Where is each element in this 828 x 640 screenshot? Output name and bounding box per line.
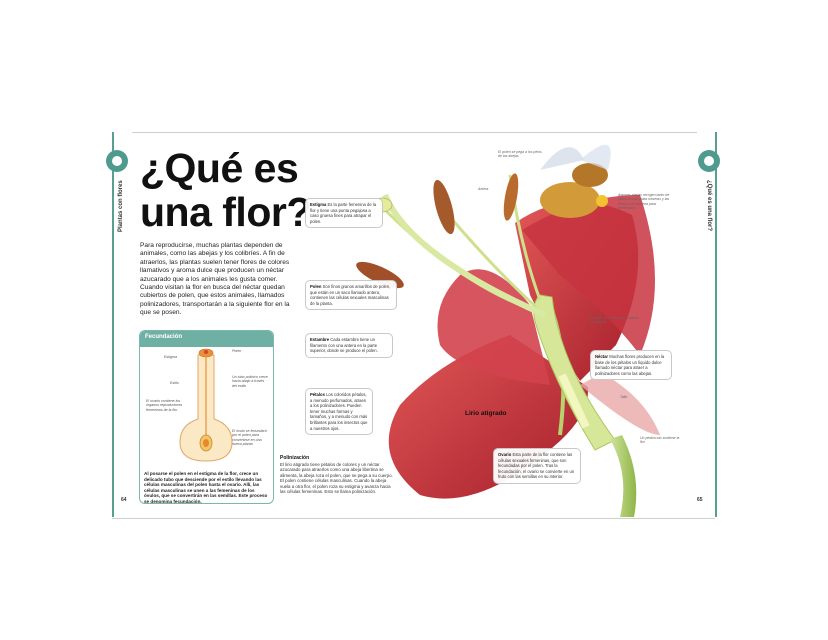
callout-nectar: Néctar Muchas flores producen en la base… xyxy=(590,350,672,381)
label-antera: Antera xyxy=(478,187,489,191)
title-line-1: ¿Qué es xyxy=(140,145,299,191)
polinizacion-section: Polinización El lirio atigrado tiene pét… xyxy=(280,455,395,495)
pistil-diagram xyxy=(179,348,233,462)
label-ovulo: El óvulo se fecundará por el polen para … xyxy=(232,429,267,447)
intro-text: Para reproducirse, muchas plantas depend… xyxy=(140,242,290,317)
label-tallo: Tallo xyxy=(620,395,628,399)
callout-ovario: Ovario Esta parte de la flor contiene la… xyxy=(493,448,581,484)
callout-petalos-term: Pétalos xyxy=(310,392,325,397)
label-polen: Polen xyxy=(232,349,242,353)
label-estigma: Estigma xyxy=(164,355,177,359)
page-title: ¿Qué es una flor? xyxy=(140,146,311,234)
callout-nectar-term: Néctar xyxy=(595,354,609,359)
callout-estambre: Estambre Cada estambre tiene un filament… xyxy=(305,333,393,358)
label-pedunculo: Un pedúnculo sostiene la flor xyxy=(640,436,680,445)
callout-estigma-term: Estigma xyxy=(310,202,327,207)
page-number-left: 64 xyxy=(121,497,127,503)
callout-polen: Polen Son finos granos amarillos de pole… xyxy=(305,280,397,311)
callout-petalos: Pétalos Los coloridos pétalos, a menudo … xyxy=(305,388,373,436)
callout-nectar-text: Muchas flores producen en la base de los… xyxy=(595,354,665,376)
label-abeja-recoge: Algunas abejas recogen tanto de polen en… xyxy=(618,193,670,210)
page-number-right: 65 xyxy=(697,497,703,503)
right-side-tab: ¿Qué es una flor? xyxy=(706,180,712,232)
callout-estambre-term: Estambre xyxy=(310,337,330,342)
left-page-edge xyxy=(112,132,132,517)
label-interior: El estilo es el tallo que sostiene el es… xyxy=(590,316,639,325)
polinizacion-heading: Polinización xyxy=(280,455,310,461)
polinizacion-text: El lirio atigrado tiene pétalos de color… xyxy=(280,461,393,495)
label-tubo-polinico: Un tubo polínico crece hacia abajo a tra… xyxy=(232,375,268,388)
callout-estigma: Estigma Es la parte femenina de la flor … xyxy=(305,198,383,229)
callout-polen-term: Polen xyxy=(310,284,322,289)
title-line-2: una flor? xyxy=(140,189,311,235)
callout-ovario-term: Ovario xyxy=(498,452,512,457)
left-side-tab: Plantas con flores xyxy=(118,180,124,232)
fecundacion-heading: Fecundación xyxy=(140,331,273,347)
flower-name: Lirio atigrado xyxy=(465,410,507,417)
right-page-edge xyxy=(697,132,717,517)
fecundacion-caption: Al posarse el polen en el estigma de la … xyxy=(144,471,268,504)
callout-polen-text: Son finos granos amarillos de polen, que… xyxy=(310,284,391,306)
callout-ovario-text: Esta parte de la flor contiene las célul… xyxy=(498,452,575,480)
label-estilo: Estilo xyxy=(170,381,179,385)
flower-icon xyxy=(698,150,720,172)
label-polen-abeja: El polen se pega a los pelos de las abej… xyxy=(498,150,542,159)
flower-icon xyxy=(106,150,128,172)
callout-estigma-text: Es la parte femenina de la flor y tiene … xyxy=(310,202,377,224)
callout-petalos-text: Los coloridos pétalos, a menudo perfumad… xyxy=(310,392,368,431)
fecundacion-box: Fecundación Estigma Polen Un tubo políni… xyxy=(139,330,274,504)
callout-estambre-text: Cada estambre tiene un filamento con una… xyxy=(310,337,378,354)
label-ovario: El ovario contiene los órganos reproduct… xyxy=(146,399,183,412)
